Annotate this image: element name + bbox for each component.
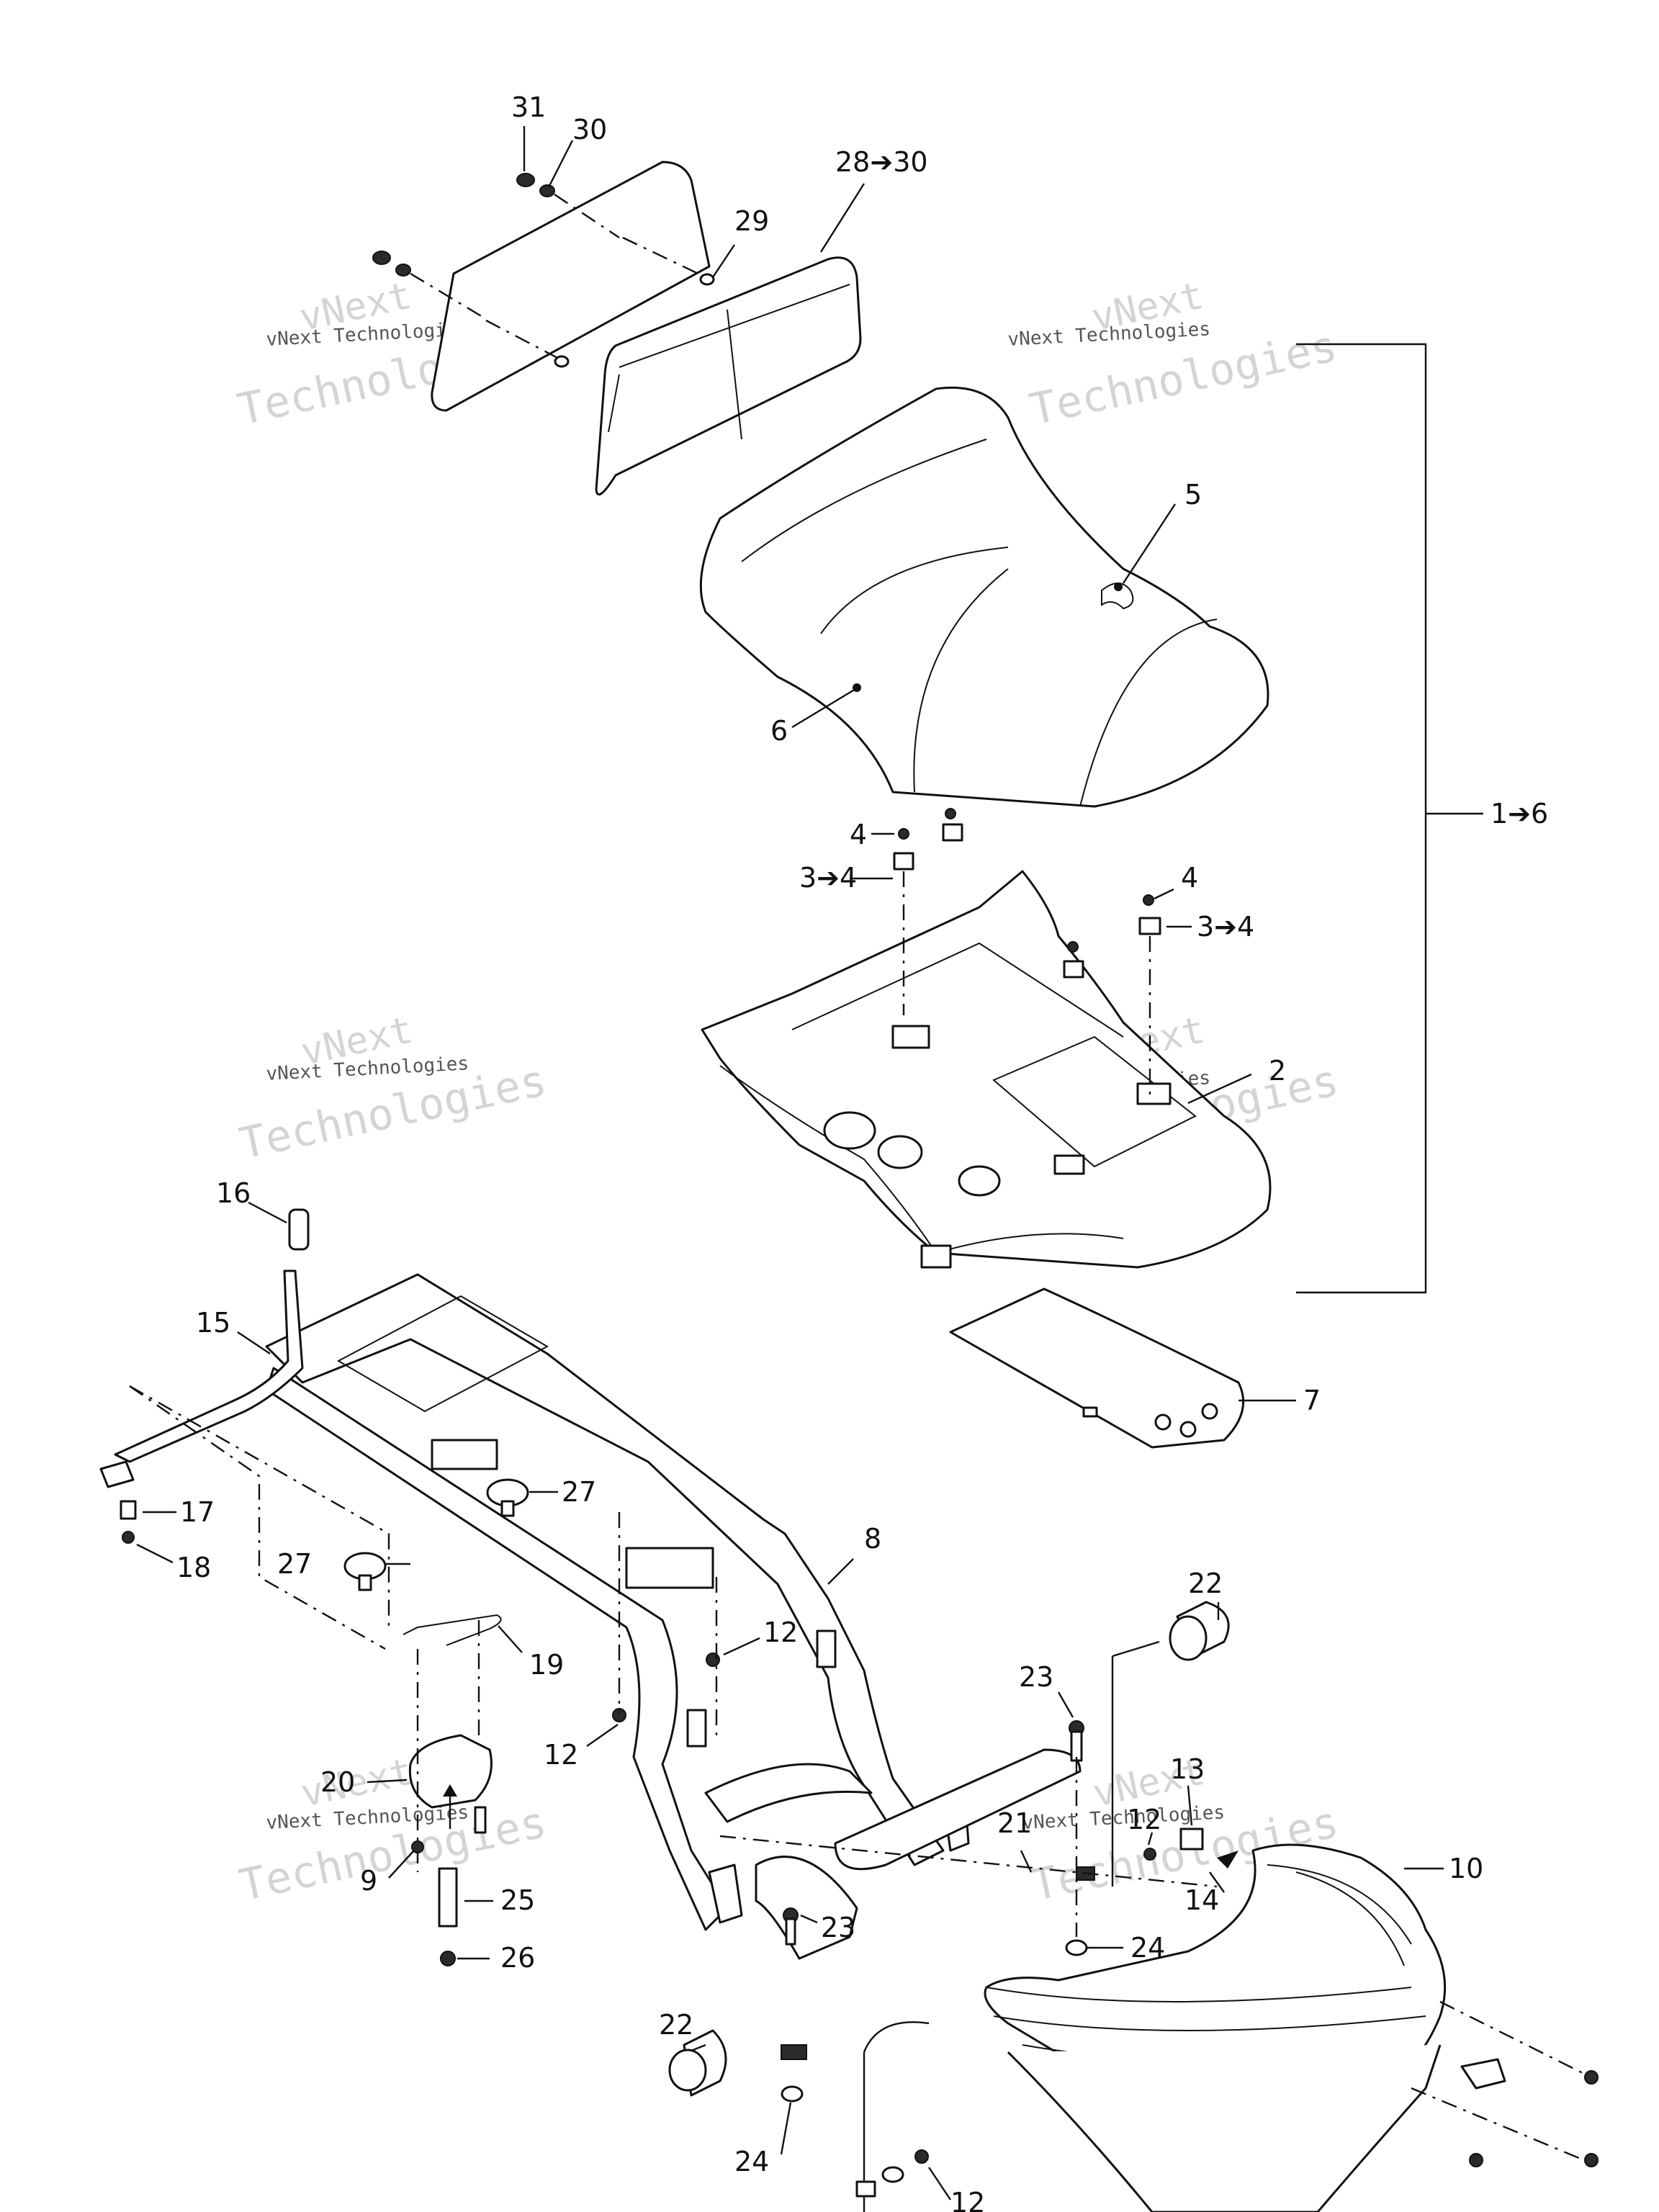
- fasteners-4-and-3-4: [893, 808, 1161, 1102]
- callout-8: 8: [864, 1523, 881, 1555]
- callout-12-b: 12: [544, 1739, 578, 1771]
- bumper-27-b: [343, 1552, 387, 1591]
- pad-7: [949, 1287, 1245, 1449]
- callout-2: 2: [1269, 1055, 1286, 1087]
- callout-25: 25: [500, 1884, 535, 1916]
- callout-27-a: 27: [562, 1476, 596, 1508]
- callout-14: 14: [1184, 1884, 1219, 1916]
- callout-4-a: 4: [850, 819, 867, 850]
- callout-23-b: 23: [821, 1912, 855, 1943]
- seat-cover: [699, 386, 1269, 808]
- spring-clip-19: [403, 1614, 502, 1646]
- latch-20: [408, 1620, 493, 1872]
- rack-fasteners: [855, 2000, 1599, 2212]
- callout-12-c: 12: [1127, 1804, 1161, 1835]
- bushing-22-a: [1169, 1601, 1230, 1661]
- bushing-22-b: [668, 2029, 727, 2097]
- callout-26: 26: [500, 1942, 535, 1974]
- bolts-12: [612, 1512, 720, 1735]
- screws-23: [783, 1720, 1084, 1946]
- nut-31: [372, 173, 620, 318]
- callout-4-b: 4: [1181, 862, 1198, 894]
- tube-15: [99, 1208, 310, 1488]
- callout-9: 9: [360, 1865, 377, 1897]
- callout-28-30: 28➔30: [835, 146, 928, 178]
- callout-3-4-b: 3➔4: [1197, 911, 1254, 943]
- callout-21: 21: [997, 1807, 1032, 1839]
- callout-18: 18: [176, 1552, 211, 1583]
- dashed-guide-left: [129, 1385, 386, 1650]
- callout-6: 6: [770, 715, 788, 747]
- bumper-27-a: [486, 1478, 529, 1517]
- callout-22-a: 22: [1188, 1568, 1223, 1599]
- pin-25-washer-26: [411, 1806, 487, 1966]
- seat-pan: [701, 870, 1272, 1269]
- callout-13: 13: [1170, 1753, 1205, 1785]
- callout-29: 29: [734, 205, 769, 237]
- callout-17: 17: [180, 1496, 215, 1528]
- callout-3-4-a: 3➔4: [799, 862, 857, 894]
- frame-8: [265, 1273, 970, 1931]
- backrest-plate: [431, 161, 715, 412]
- callout-12-a: 12: [763, 1617, 798, 1648]
- backrest-pad: [595, 256, 862, 496]
- callout-16: 16: [216, 1177, 251, 1209]
- seat-logo-5: [1101, 583, 1134, 610]
- callout-5: 5: [1184, 479, 1202, 511]
- callout-30: 30: [572, 114, 607, 145]
- callout-labels: 31 30 28➔30 29 5 6 1➔6 4 3➔4 4 3➔4 2 16 …: [176, 91, 1548, 2212]
- callout-12-d: 12: [950, 2187, 985, 2212]
- callout-20: 20: [320, 1766, 355, 1798]
- group-bracket-1-6: [1296, 343, 1427, 1294]
- svg-text:vNext Technologies: vNext Technologies: [1007, 318, 1211, 351]
- callout-19: 19: [529, 1649, 564, 1681]
- callout-24-a: 24: [1130, 1932, 1165, 1964]
- leader-lines: [136, 126, 1444, 2200]
- callout-27-b: 27: [277, 1548, 312, 1580]
- callout-31: 31: [511, 91, 546, 123]
- callout-24-b: 24: [734, 2146, 769, 2177]
- callout-1-6: 1➔6: [1491, 798, 1548, 830]
- callout-10: 10: [1449, 1853, 1483, 1884]
- bracket-13-screw-14: [1143, 1827, 1238, 1869]
- callout-22-b: 22: [659, 2009, 693, 2041]
- callout-23-a: 23: [1019, 1661, 1053, 1693]
- spacer-17-screw-18: [120, 1500, 137, 1544]
- callout-7: 7: [1303, 1385, 1321, 1416]
- rear-rack-10: [984, 1843, 1506, 2212]
- callout-15: 15: [196, 1307, 230, 1339]
